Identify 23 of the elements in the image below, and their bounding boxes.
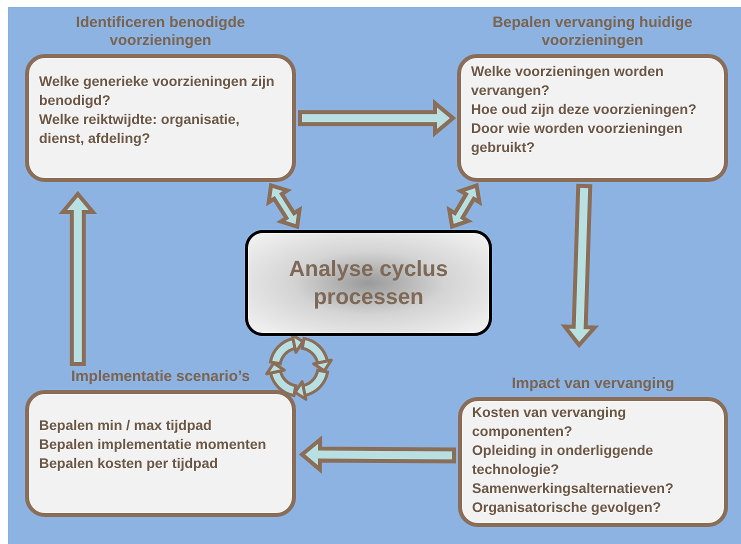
question-text: Door wie worden voorzieningen gebruikt? xyxy=(471,119,684,157)
question-text: Welke voorzieningen worden vervangen? xyxy=(471,62,665,100)
question-text: Bepalen min / max tijdpad xyxy=(39,416,213,435)
box-heading: Bepalen vervanging huidige voorzieningen xyxy=(491,14,694,50)
box-heading: Impact van vervanging xyxy=(510,375,676,393)
question-text: Welke reiktwijdte: organisatie, dienst, afdeling? xyxy=(39,110,240,148)
block-arrow xyxy=(298,435,456,474)
question-text: Hoe oud zijn deze voorzieningen? xyxy=(471,100,698,119)
box-heading: Identificeren benodigde voorzieningen xyxy=(74,14,246,50)
question-text: Welke generieke voorzieningen zijn benodigd? xyxy=(39,72,276,110)
question-text: Organisatorische gevolgen? xyxy=(472,498,662,517)
block-arrow xyxy=(58,190,98,366)
question-text: Kosten van vervanging componenten? xyxy=(472,403,628,441)
question-text: Bepalen implementatie momenten xyxy=(39,435,268,454)
question-text: Bepalen kosten per tijdpad xyxy=(39,454,219,473)
block-arrow xyxy=(446,182,482,230)
block-arrow xyxy=(298,98,456,138)
box-title: Analyse cyclus processen xyxy=(288,255,449,311)
block-arrow xyxy=(560,184,600,348)
block-arrow xyxy=(266,182,302,230)
question-text: Opleiding in onderliggende technologie? xyxy=(472,441,654,479)
box-heading: Implementatie scenario’s xyxy=(70,368,251,386)
question-text: Samenwerkingsalternatieven? xyxy=(472,479,675,498)
